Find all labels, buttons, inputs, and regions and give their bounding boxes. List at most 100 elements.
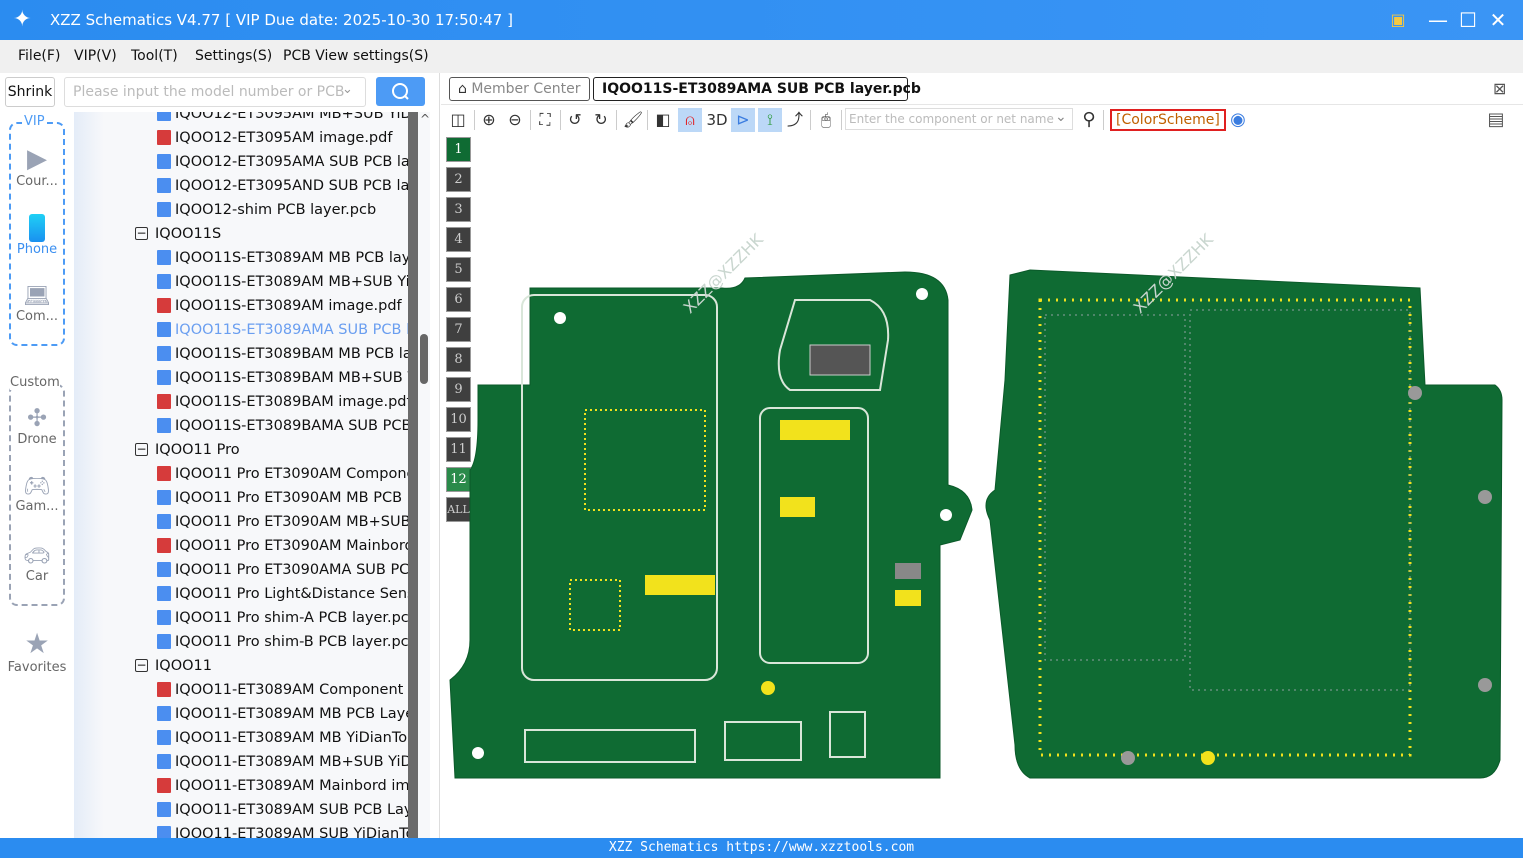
shrink-button[interactable]: Shrink	[5, 77, 55, 107]
collapse-icon[interactable]: −	[135, 658, 148, 672]
diode-icon[interactable]: ⊳	[731, 108, 755, 132]
component-search-input[interactable]: Enter the component or net name	[845, 108, 1073, 130]
layer-button-5[interactable]: 5	[446, 257, 471, 282]
tree-item[interactable]: IQOO11 Pro ET3090AM MB+SUB Y	[74, 510, 408, 534]
rotate-right-icon[interactable]: ↻	[594, 110, 608, 129]
tree-item[interactable]: IQOO11S-ET3089AM MB+SUB YiD	[74, 270, 408, 294]
tree-item[interactable]: IQOO11 Pro shim-B PCB layer.pcb	[74, 630, 408, 654]
side-panel-icon[interactable]: ▤	[1487, 109, 1505, 130]
menu-settings[interactable]: Settings(S)	[195, 48, 273, 64]
close-button[interactable]: ✕	[1489, 8, 1507, 32]
tab-active-pcb[interactable]: IQOO11S-ET3089AMA SUB PCB layer.pcb	[593, 77, 921, 101]
collapse-icon[interactable]: −	[135, 226, 148, 240]
tree-item[interactable]: IQOO11S-ET3089BAM MB PCB lay	[74, 342, 408, 366]
app-logo-icon: ✦	[13, 7, 32, 32]
tree-scrollbar[interactable]: ^	[408, 112, 430, 838]
menu-vip[interactable]: VIP(V)	[74, 48, 117, 64]
layer-button-2[interactable]: 2	[446, 167, 471, 192]
chevron-down-icon[interactable]: ⌄	[1055, 109, 1067, 125]
tree-item[interactable]: IQOO11 Pro shim-A PCB layer.pcb	[74, 606, 408, 630]
tree-item[interactable]: IQOO11-ET3089AM Mainbord ima	[74, 774, 408, 798]
layer-button-4[interactable]: 4	[446, 227, 471, 252]
layer-button-3[interactable]: 3	[446, 197, 471, 222]
tree-item[interactable]: IQOO12-ET3095AND SUB PCB laye	[74, 174, 408, 198]
scroll-up-icon[interactable]: ^	[420, 112, 431, 126]
tree-item[interactable]: IQOO11S-ET3089BAM MB+SUB Yi	[74, 366, 408, 390]
menu-pcb-view-settings[interactable]: PCB View settings(S)	[283, 48, 429, 64]
pcb-drawing[interactable]	[441, 134, 1523, 838]
nav-computer[interactable]: 💻︎Com...	[0, 284, 74, 324]
net-trace-icon[interactable]: ⟟	[758, 108, 782, 132]
layer-button-10[interactable]: 10	[446, 407, 471, 432]
tree-item[interactable]: IQOO12-ET3095AM MB+SUB YiDia	[74, 112, 408, 126]
menu-file[interactable]: File(F)	[18, 48, 61, 64]
tree-item[interactable]: IQOO11S-ET3089AM MB PCB layer	[74, 246, 408, 270]
tree-item[interactable]: IQOO11-ET3089AM SUB PCB Layer	[74, 798, 408, 822]
tree-group[interactable]: −IQOO11 Pro	[74, 438, 408, 462]
tree-item[interactable]: IQOO12-ET3095AM image.pdf	[74, 126, 408, 150]
tree-item[interactable]: IQOO11-ET3089AM SUB YiDianTor	[74, 822, 408, 838]
layer-button-all[interactable]: ALL	[446, 497, 471, 522]
tree-item[interactable]: IQOO11 Pro ET3090AM Componer	[74, 462, 408, 486]
search-icon[interactable]: ⚲	[1082, 109, 1096, 130]
phone-icon	[29, 214, 45, 242]
fit-screen-icon[interactable]: ⛶	[539, 110, 551, 129]
pdf-file-icon	[157, 130, 171, 145]
tree-item[interactable]: IQOO11-ET3089AM MB PCB Layer.	[74, 702, 408, 726]
scroll-thumb[interactable]	[420, 334, 428, 384]
paint-roller-icon[interactable]: 🖌︎	[622, 110, 644, 129]
tree-item[interactable]: IQOO11S-ET3089BAM image.pdf	[74, 390, 408, 414]
tree-item[interactable]: IQOO11-ET3089AM MB+SUB YiDia	[74, 750, 408, 774]
tree-item[interactable]: IQOO11 Pro Light&Distance Senso	[74, 582, 408, 606]
zoom-in-icon[interactable]: ⊕	[482, 110, 496, 129]
rotate-left-icon[interactable]: ↺	[568, 110, 582, 129]
vip-bag-icon[interactable]: ▣	[1390, 10, 1406, 29]
3d-button[interactable]: 3D	[706, 111, 728, 129]
tree-group[interactable]: −IQOO11S	[74, 222, 408, 246]
nav-car[interactable]: 🚗︎Car	[0, 544, 74, 584]
pdf-file-icon	[157, 466, 171, 481]
search-button[interactable]	[376, 77, 425, 106]
color-scheme-button[interactable]: [ColorScheme]	[1110, 109, 1226, 131]
tree-group[interactable]: −IQOO11	[74, 654, 408, 678]
collapse-icon[interactable]: −	[135, 442, 148, 456]
tree-item[interactable]: IQOO11 Pro ET3090AM Mainbord	[74, 534, 408, 558]
nav-courses[interactable]: ▶Cour...	[0, 144, 74, 189]
maximize-button[interactable]: ☐	[1459, 8, 1477, 32]
mouse-icon[interactable]: 🖱︎	[821, 110, 831, 129]
menu-tool[interactable]: Tool(T)	[131, 48, 178, 64]
nav-favorites[interactable]: ★Favorites	[0, 627, 74, 675]
tree-item[interactable]: IQOO12-shim PCB layer.pcb	[74, 198, 408, 222]
tree-item[interactable]: IQOO11S-ET3089AMA SUB PCB lay	[74, 318, 408, 342]
tree-item[interactable]: IQOO11S-ET3089BAMA SUB PCB la	[74, 414, 408, 438]
layer-button-6[interactable]: 6	[446, 287, 471, 312]
left-panel: Shrink Please input the model number or …	[0, 73, 440, 838]
minimize-button[interactable]: —	[1428, 8, 1448, 32]
layer-button-11[interactable]: 11	[446, 437, 471, 462]
nav-phone[interactable]: Phone	[0, 214, 74, 257]
model-search-input[interactable]: Please input the model number or PCB	[64, 77, 366, 107]
tree-item[interactable]: IQOO11 Pro ET3090AM MB PCB la	[74, 486, 408, 510]
layer-button-8[interactable]: 8	[446, 347, 471, 372]
eye-icon[interactable]: ◉	[1230, 109, 1246, 130]
tree-item[interactable]: IQOO11S-ET3089AM image.pdf	[74, 294, 408, 318]
chevron-down-icon[interactable]: ⌄	[342, 82, 353, 97]
nav-games[interactable]: 🎮︎Gam...	[0, 474, 74, 514]
nav-drone[interactable]: ✣Drone	[0, 404, 74, 447]
tree-item[interactable]: IQOO11 Pro ET3090AMA SUB PCB	[74, 558, 408, 582]
curve-icon[interactable]: ⤴	[786, 110, 803, 129]
mirror-icon[interactable]: ◧	[655, 110, 671, 129]
pcb-file-icon	[157, 250, 171, 265]
split-view-icon[interactable]: ◫	[450, 110, 466, 129]
tree-item[interactable]: IQOO11-ET3089AM MB YiDianTon	[74, 726, 408, 750]
layer-button-9[interactable]: 9	[446, 377, 471, 402]
layer-button-1[interactable]: 1	[446, 137, 471, 162]
tab-member-center[interactable]: ⌂ Member Center	[449, 77, 590, 101]
alarm-icon[interactable]: ⍝	[678, 108, 702, 132]
tree-item[interactable]: IQOO11-ET3089AM Component ex	[74, 678, 408, 702]
tree-item[interactable]: IQOO12-ET3095AMA SUB PCB laye	[74, 150, 408, 174]
close-tab-icon[interactable]: ⊠	[1493, 79, 1507, 98]
zoom-out-icon[interactable]: ⊖	[508, 110, 522, 129]
layer-button-7[interactable]: 7	[446, 317, 471, 342]
